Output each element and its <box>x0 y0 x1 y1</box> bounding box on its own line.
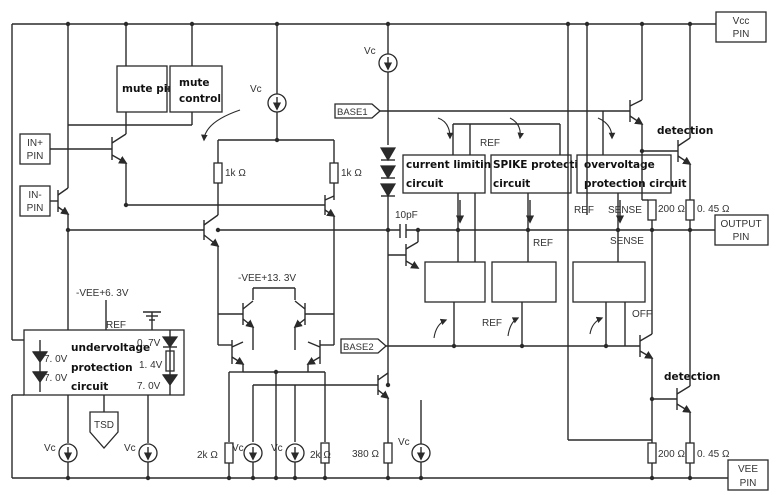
logic-block-3 <box>572 261 646 303</box>
ref-label-bottom: REF <box>482 318 502 329</box>
mute-pin-label: mute pin <box>122 83 175 95</box>
resistor-1k-right: 1k Ω <box>329 140 362 184</box>
output-pin-label: OUTPUT <box>720 219 761 230</box>
junction-dots <box>65 21 693 481</box>
overvoltage-label: overvoltage <box>584 159 655 171</box>
svg-text:Vc: Vc <box>232 443 244 454</box>
svg-text:Vc: Vc <box>364 46 376 57</box>
resistor-045-bottom: 0. 45 Ω <box>685 442 730 464</box>
mute-control-label: mute <box>179 77 210 89</box>
base1-tag[interactable]: BASE1 <box>334 103 381 119</box>
svg-text:Vc: Vc <box>44 443 56 454</box>
zener-left: 7. 0V 7. 0V <box>31 340 68 392</box>
svg-text:1k Ω: 1k Ω <box>341 168 362 179</box>
vee-6v3-label: -VEE+6. 3V <box>76 288 129 299</box>
overvoltage-protection-circuit[interactable]: overvoltage protection circuit <box>576 154 687 194</box>
svg-text:0. 7V: 0. 7V <box>137 338 161 349</box>
vcc-pin-sublabel: PIN <box>733 29 750 40</box>
in-plus-sublabel: PIN <box>27 151 44 162</box>
sense-label-top: SENSE <box>608 205 642 216</box>
resistor-2k-left: 2k Ω <box>197 442 234 478</box>
base1-label: BASE1 <box>337 107 368 118</box>
svg-text:380 Ω: 380 Ω <box>352 449 379 460</box>
output-pin-sublabel: PIN <box>733 232 750 243</box>
spike-protection-sublabel: circuit <box>493 178 530 190</box>
undervoltage-protection-circuit[interactable]: undervoltage protection circuit <box>23 329 185 396</box>
undervoltage-label: undervoltage <box>71 342 150 354</box>
detection-top-label: detection <box>657 125 713 137</box>
in-plus-label: IN+ <box>27 138 43 149</box>
svg-text:7. 0V: 7. 0V <box>137 381 161 392</box>
vee-pin-sublabel: PIN <box>740 478 757 489</box>
current-limiting-label: current limiting <box>406 159 499 171</box>
ref-label-top: REF <box>480 138 500 149</box>
off-label: OFF <box>632 309 652 320</box>
in-minus-sublabel: PIN <box>27 203 44 214</box>
svg-text:0. 45 Ω: 0. 45 Ω <box>697 449 730 460</box>
current-source-uv-right: Vc <box>124 443 158 478</box>
mute-control-block[interactable]: mute control <box>169 65 223 113</box>
resistor-1k-left: 1k Ω <box>213 140 246 184</box>
vee-13v3-label: -VEE+13. 3V <box>238 273 296 284</box>
sense-label-mid: SENSE <box>610 236 644 247</box>
capacitor-10pf: 10pF <box>395 210 418 238</box>
current-limiting-sublabel: circuit <box>406 178 443 190</box>
svg-text:0. 45 Ω: 0. 45 Ω <box>697 204 730 215</box>
vee-pin-label: VEE <box>738 464 758 475</box>
current-limiting-circuit[interactable]: current limiting circuit <box>402 154 499 194</box>
current-source-top-center: Vc <box>250 84 287 113</box>
ref-label-right: REF <box>574 205 594 216</box>
svg-text:2k Ω: 2k Ω <box>197 450 218 461</box>
current-source-top-driver: Vc <box>364 46 398 73</box>
svg-text:Vc: Vc <box>271 443 283 454</box>
svg-text:200 Ω: 200 Ω <box>658 449 685 460</box>
undervoltage-sublabel-2: circuit <box>71 381 108 393</box>
svg-text:1k Ω: 1k Ω <box>225 168 246 179</box>
svg-text:Vc: Vc <box>124 443 136 454</box>
diode-stack <box>379 147 397 198</box>
undervoltage-sublabel: protection <box>71 362 133 374</box>
mute-pin-block[interactable]: mute pin <box>116 65 175 113</box>
detection-bottom-label: detection <box>664 371 720 383</box>
tsd-label: TSD <box>94 420 114 431</box>
logic-block-2 <box>491 261 557 303</box>
overvoltage-sublabel: protection circuit <box>584 178 687 190</box>
zener-right: 0. 7V 1. 4V 7. 0V <box>137 330 179 395</box>
vc-label: Vc <box>250 84 262 95</box>
resistor-200-bottom: 200 Ω <box>647 442 685 464</box>
ref-label-uv: REF <box>106 320 126 331</box>
current-source-bottom-1: Vc <box>232 443 263 478</box>
mute-control-sublabel: control <box>179 93 221 105</box>
resistor-200-top: 200 Ω <box>647 199 685 221</box>
vcc-pin[interactable]: Vcc PIN <box>715 11 767 43</box>
current-source-bottom-2: Vc <box>271 443 305 478</box>
in-minus-pin[interactable]: IN- PIN <box>19 185 51 217</box>
in-plus-pin[interactable]: IN+ PIN <box>19 133 51 165</box>
resistor-2k-right: 2k Ω <box>310 442 331 478</box>
logic-block-1 <box>424 261 486 303</box>
vcc-pin-label: Vcc <box>733 16 750 27</box>
svg-text:2k Ω: 2k Ω <box>310 450 331 461</box>
base2-tag[interactable]: BASE2 <box>340 338 387 354</box>
svg-text:10pF: 10pF <box>395 210 418 221</box>
in-minus-label: IN- <box>28 190 41 201</box>
current-source-bottom-3: Vc <box>398 400 431 478</box>
output-pin[interactable]: OUTPUT PIN <box>714 214 769 246</box>
svg-text:7. 0V: 7. 0V <box>44 354 68 365</box>
svg-text:200 Ω: 200 Ω <box>658 204 685 215</box>
tsd-block[interactable]: TSD <box>89 411 119 449</box>
svg-text:7. 0V: 7. 0V <box>44 373 68 384</box>
svg-text:1. 4V: 1. 4V <box>139 360 163 371</box>
ref-label-mid: REF <box>533 238 553 249</box>
base2-label: BASE2 <box>343 342 374 353</box>
current-source-uv-left: Vc <box>44 443 78 478</box>
resistor-380: 380 Ω <box>352 442 393 478</box>
vee-pin[interactable]: VEE PIN <box>727 459 769 491</box>
svg-text:Vc: Vc <box>398 437 410 448</box>
spike-protection-circuit[interactable]: SPIKE protection circuit <box>490 154 593 194</box>
